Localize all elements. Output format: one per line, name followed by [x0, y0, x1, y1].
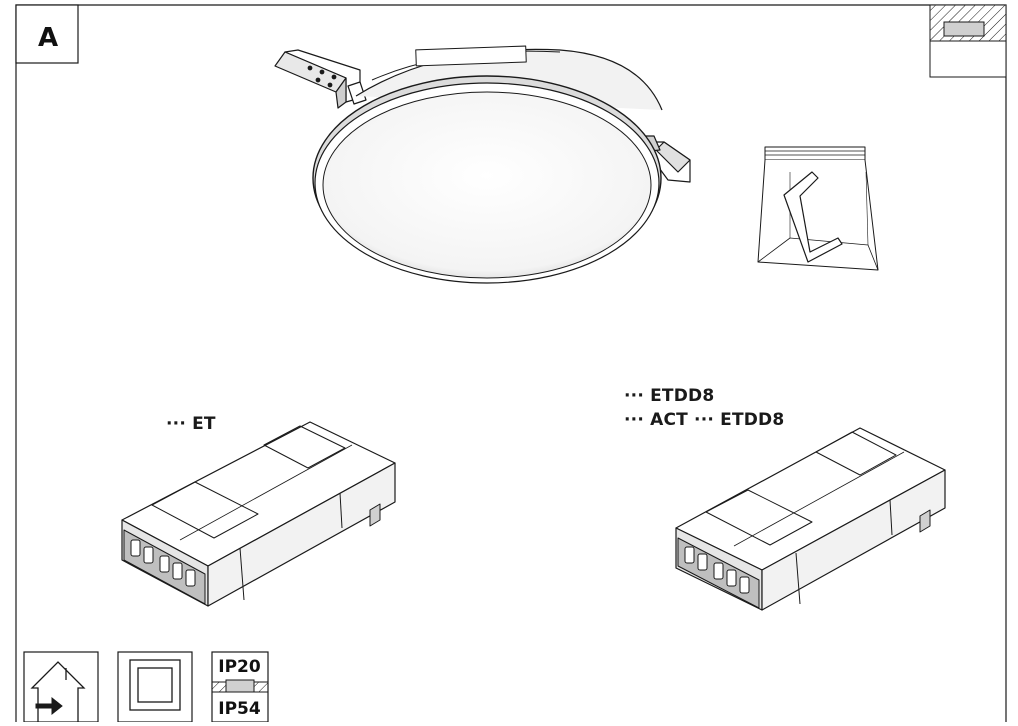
driver-right-label-2: ··· ACT ··· ETDD8: [624, 410, 785, 430]
page-frame: [15, 4, 1007, 722]
bag-with-hook-icon: [757, 146, 879, 271]
ip-rating-top: IP20: [218, 657, 261, 677]
section-letter: A: [37, 23, 59, 53]
spring-clip-left: [274, 49, 367, 109]
indoor-house-arrow-icon: [23, 651, 99, 723]
led-driver-left: [121, 421, 396, 607]
driver-left-label: ··· ET: [166, 414, 216, 434]
ceiling-recess-icon: [929, 4, 1007, 78]
led-driver-right: [675, 427, 946, 611]
ip-rating-icon: [211, 651, 269, 723]
ip-rating-bottom: IP54: [218, 699, 261, 719]
double-insulation-icon: [117, 651, 193, 723]
section-box: [15, 4, 79, 64]
driver-right-label-1: ··· ETDD8: [624, 386, 715, 406]
round-recessed-downlight: [274, 45, 691, 284]
